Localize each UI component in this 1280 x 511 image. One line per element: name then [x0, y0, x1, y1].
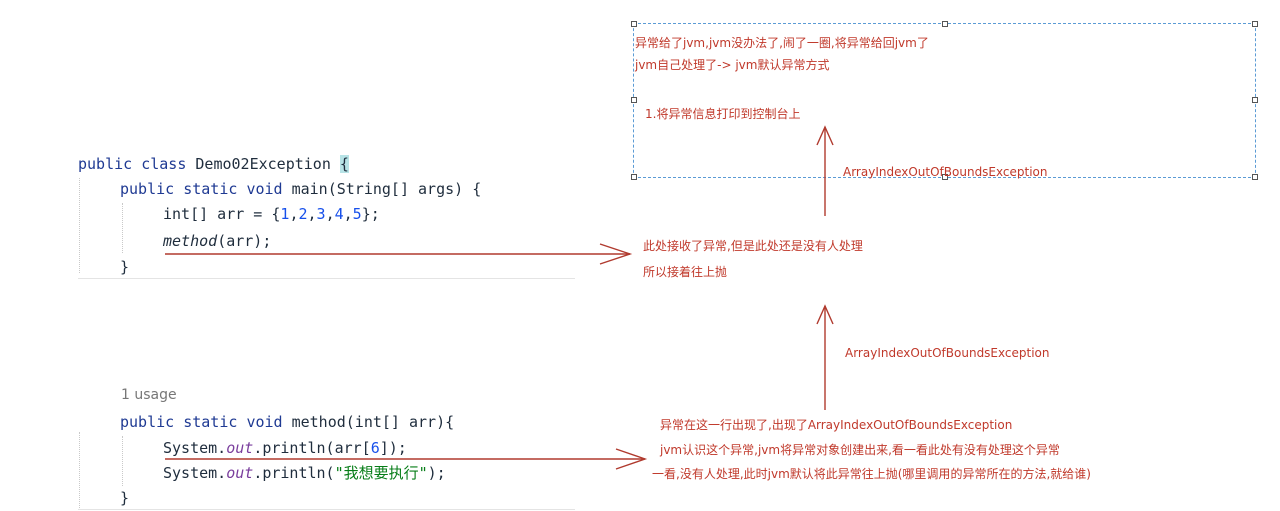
code-line-close-brace: }: [120, 255, 129, 279]
code-line-close-brace: }: [120, 486, 129, 510]
method-signature: main(String[] args) {: [291, 180, 482, 198]
static-field: out: [226, 439, 254, 457]
note-middle-line2: 所以接着往上抛: [643, 265, 728, 279]
note-top-line1: 异常给了jvm,jvm没办法了,闹了一圈,将异常给回jvm了: [635, 36, 929, 50]
arrow-up-lower-head: [816, 304, 834, 325]
indent-guide: [122, 203, 123, 253]
arrow-up-upper-head: [816, 125, 834, 146]
code-text: int[] arr = {: [163, 205, 281, 223]
number-literal: 1: [280, 205, 290, 223]
usage-hint[interactable]: 1 usage: [121, 387, 177, 403]
code-text: };: [361, 205, 380, 223]
code-line-print-index: System.out.println(arr[6]);: [163, 436, 407, 460]
resize-handle[interactable]: [942, 174, 948, 180]
number-literal: 5: [352, 205, 362, 223]
comma: ,: [325, 205, 335, 223]
keyword: static: [183, 180, 238, 198]
code-text: );: [427, 464, 446, 482]
code-line-class-decl: public class Demo02Exception {: [78, 152, 349, 176]
number-literal: 3: [316, 205, 326, 223]
note-top-line3: 1.将异常信息打印到控制台上: [645, 107, 801, 121]
closing-brace: }: [120, 258, 130, 276]
closing-brace: }: [120, 489, 130, 507]
resize-handle[interactable]: [1252, 174, 1258, 180]
keyword: void: [246, 413, 283, 431]
number-literal: 6: [370, 439, 380, 457]
keyword: static: [183, 413, 238, 431]
keyword: void: [246, 180, 283, 198]
editor-separator: [78, 278, 575, 279]
highlighted-brace: {: [339, 155, 349, 173]
code-text: .println(: [253, 464, 335, 482]
resize-handle[interactable]: [631, 97, 637, 103]
note-bottom-line1: 异常在这一行出现了,出现了ArrayIndexOutOfBoundsExcept…: [660, 418, 1013, 432]
note-middle-line1: 此处接收了异常,但是此处还是没有人处理: [643, 239, 863, 253]
method-call: method: [163, 232, 218, 250]
editor-separator: [78, 509, 575, 510]
indent-guide: [79, 432, 80, 508]
number-literal: 2: [298, 205, 308, 223]
code-line-main-decl: public static void main(String[] args) {: [120, 177, 481, 201]
keyword: public: [120, 413, 175, 431]
resize-handle[interactable]: [631, 174, 637, 180]
code-line-print-string: System.out.println("我想要执行");: [163, 461, 446, 485]
string-literal: "我想要执行": [334, 464, 428, 482]
keyword: public: [78, 155, 133, 173]
arrow-error-to-note-head: [615, 448, 648, 470]
code-text: ]);: [379, 439, 407, 457]
resize-handle[interactable]: [942, 21, 948, 27]
note-bottom-line3: 一看,没有人处理,此时jvm默认将此异常往上抛(哪里调用的异常所在的方法,就给谁…: [652, 467, 1091, 481]
comma: ,: [289, 205, 299, 223]
note-exception-mid: ArrayIndexOutOfBoundsException: [845, 346, 1050, 360]
keyword: public: [120, 180, 175, 198]
note-top-line2: jvm自己处理了-> jvm默认异常方式: [635, 58, 830, 72]
code-line-method-decl: public static void method(int[] arr){: [120, 410, 454, 434]
comma: ,: [343, 205, 353, 223]
code-text: .println(arr[: [253, 439, 371, 457]
arrow-call-to-note-head: [599, 243, 633, 265]
code-line-method-call: method(arr);: [163, 229, 271, 253]
static-field: out: [226, 464, 254, 482]
code-text: System.: [163, 464, 227, 482]
comma: ,: [307, 205, 317, 223]
note-exception-top: ArrayIndexOutOfBoundsException: [843, 165, 1048, 179]
note-bottom-line2: jvm认识这个异常,jvm将异常对象创建出来,看一看此处有没有处理这个异常: [660, 443, 1060, 457]
keyword: class: [141, 155, 187, 173]
indent-guide: [79, 178, 80, 273]
indent-guide: [122, 436, 123, 486]
resize-handle[interactable]: [1252, 97, 1258, 103]
resize-handle[interactable]: [1252, 21, 1258, 27]
number-literal: 4: [334, 205, 344, 223]
code-text: (arr);: [217, 232, 272, 250]
code-text: System.: [163, 439, 227, 457]
code-line-array-init: int[] arr = {1,2,3,4,5};: [163, 202, 380, 226]
method-signature: method(int[] arr){: [291, 413, 455, 431]
resize-handle[interactable]: [631, 21, 637, 27]
class-name: Demo02Exception: [195, 155, 331, 173]
